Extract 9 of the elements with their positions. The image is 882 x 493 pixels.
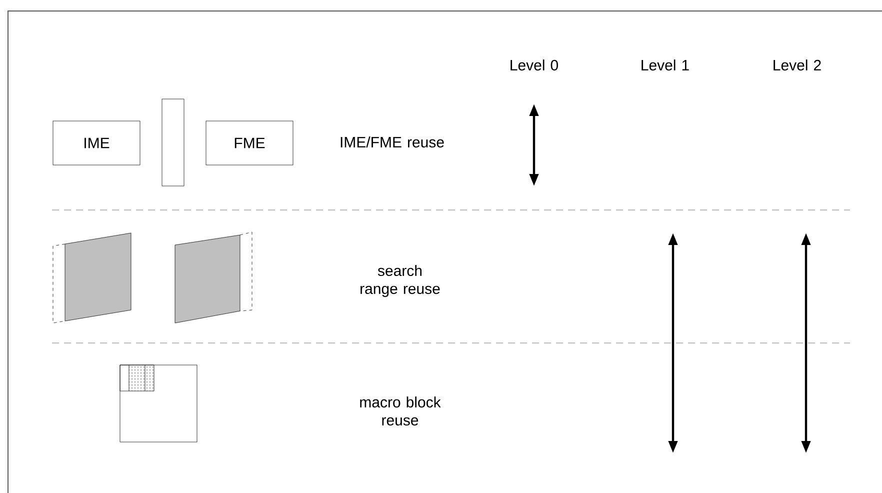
level-label: Level 1 (642, 60, 689, 70)
level-label: Level 0 (510, 60, 558, 70)
level-label: Level 2 (774, 60, 821, 70)
row-label: IME/FME reuse (340, 136, 444, 148)
process-box: FME (206, 120, 294, 166)
process-box: IME (52, 120, 140, 166)
row-label: search range reuse (360, 265, 440, 297)
row-label: macro block reuse (360, 396, 441, 426)
empty-box (162, 98, 184, 186)
